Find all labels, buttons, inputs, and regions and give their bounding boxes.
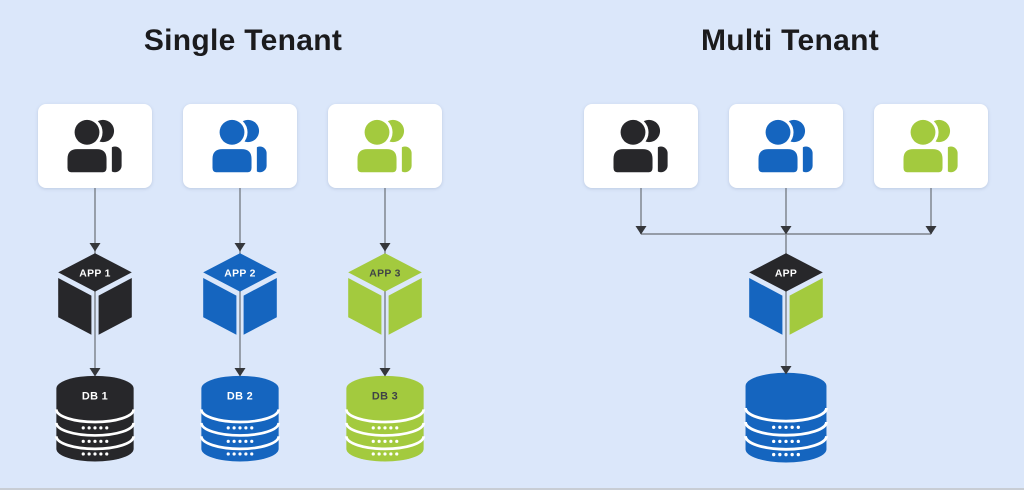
users-card-multi-2	[729, 104, 843, 188]
arrowhead	[780, 226, 792, 235]
arrowhead	[635, 226, 647, 235]
users-card-single-2	[183, 104, 297, 188]
arrowhead	[379, 243, 391, 252]
users-icon	[353, 119, 417, 174]
arrowhead	[89, 243, 101, 252]
users-icon	[899, 119, 963, 174]
database-shared	[742, 371, 830, 466]
users-card-multi-1	[584, 104, 698, 188]
users-icon	[609, 119, 673, 174]
database-icon	[746, 373, 827, 463]
database-icon	[56, 376, 133, 462]
users-icon	[754, 119, 818, 174]
multi-tenant-title: Multi Tenant	[700, 24, 880, 57]
app-cube-3: APP 3	[345, 252, 425, 336]
database-icon	[346, 376, 423, 462]
users-card-multi-3	[874, 104, 988, 188]
app-cube-label: APP 3	[369, 268, 400, 279]
app-cube-1: APP 1	[55, 252, 135, 336]
db-label: DB 2	[227, 390, 253, 402]
app-cube-shared: APP	[746, 252, 826, 336]
arrowhead	[925, 226, 937, 235]
single-tenant-title: Single Tenant	[143, 24, 343, 57]
database-2: DB 2	[198, 374, 282, 465]
arrowhead	[234, 243, 246, 252]
app-cube-label: APP 2	[224, 268, 255, 279]
cube-icon	[749, 253, 823, 335]
db-label: DB 1	[82, 390, 108, 402]
cube-icon	[58, 253, 132, 335]
database-icon	[201, 376, 278, 462]
app-cube-label: APP	[775, 268, 797, 279]
database-3: DB 3	[343, 374, 427, 465]
users-card-single-3	[328, 104, 442, 188]
users-card-single-1	[38, 104, 152, 188]
database-1: DB 1	[53, 374, 137, 465]
app-cube-label: APP 1	[79, 268, 110, 279]
users-icon	[208, 119, 272, 174]
users-icon	[63, 119, 127, 174]
cube-icon	[348, 253, 422, 335]
db-label: DB 3	[372, 390, 398, 402]
app-cube-2: APP 2	[200, 252, 280, 336]
cube-icon	[203, 253, 277, 335]
